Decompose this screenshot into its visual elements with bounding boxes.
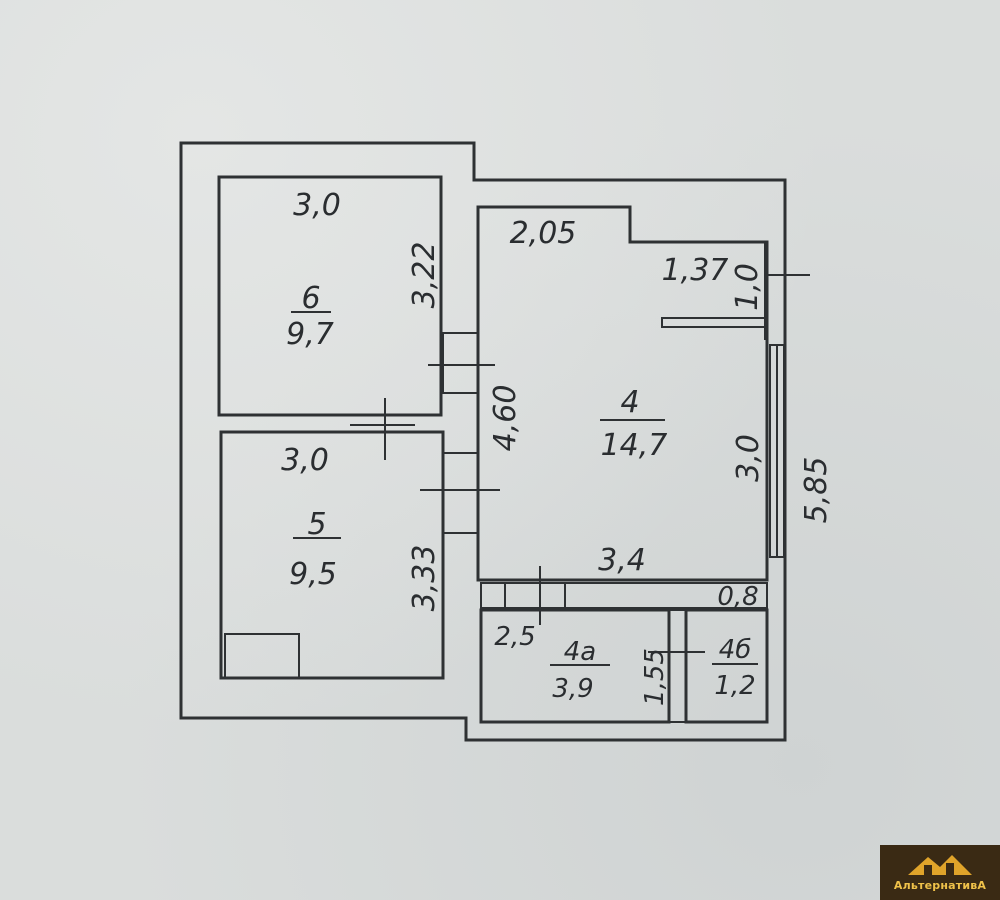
room-4-number: 4 <box>620 385 639 420</box>
dim-room4a-width: 2,5 <box>494 622 535 652</box>
room-4b-area: 1,2 <box>714 671 755 701</box>
dim-room4-bottom: 3,4 <box>598 543 646 578</box>
room-5-area: 9,5 <box>289 557 337 592</box>
dim-room5-width: 3,0 <box>281 443 329 478</box>
dim-room4-right: 3,0 <box>731 434 766 482</box>
dim-balcony-door: 1,0 <box>730 263 765 311</box>
house-roof-icon <box>908 855 972 875</box>
dim-room4b-width: 0,8 <box>717 582 758 612</box>
dim-room4-top-right: 1,37 <box>662 253 729 288</box>
dim-total-right: 5,85 <box>799 457 834 524</box>
room-6-area: 9,7 <box>286 317 334 352</box>
logo-text: АльтернативА <box>893 879 987 892</box>
room-4a-number: 4а <box>564 637 596 667</box>
room-4-outline <box>476 205 769 582</box>
room-5-fixture <box>224 633 300 679</box>
agency-logo: АльтернативА <box>880 845 1000 900</box>
outer-wall <box>179 141 787 742</box>
room-5-outline <box>219 430 445 680</box>
corridor-strip <box>480 582 768 609</box>
corridor-door-left <box>504 582 566 609</box>
room-4b-number: 4б <box>719 635 752 665</box>
dim-room6-width: 3,0 <box>293 188 341 223</box>
room-4a-area: 3,9 <box>552 674 593 704</box>
room-6-number: 6 <box>301 281 320 316</box>
room-4-area: 14,7 <box>601 428 668 463</box>
partition-4a-4b <box>668 609 687 723</box>
partition-upper <box>442 332 479 394</box>
room-4b-outline <box>684 608 769 724</box>
balcony-door-wall <box>661 317 768 328</box>
room-5-number: 5 <box>307 507 326 542</box>
dim-room4a-length: 1,55 <box>640 648 670 706</box>
dim-room6-length: 3,22 <box>407 242 442 309</box>
partition-lower <box>442 452 479 534</box>
dim-corridor-length: 4,60 <box>488 385 523 452</box>
room-6-outline <box>217 175 443 417</box>
dim-room4-top-left: 2,05 <box>510 216 577 251</box>
dim-room5-length: 3,33 <box>407 545 442 612</box>
